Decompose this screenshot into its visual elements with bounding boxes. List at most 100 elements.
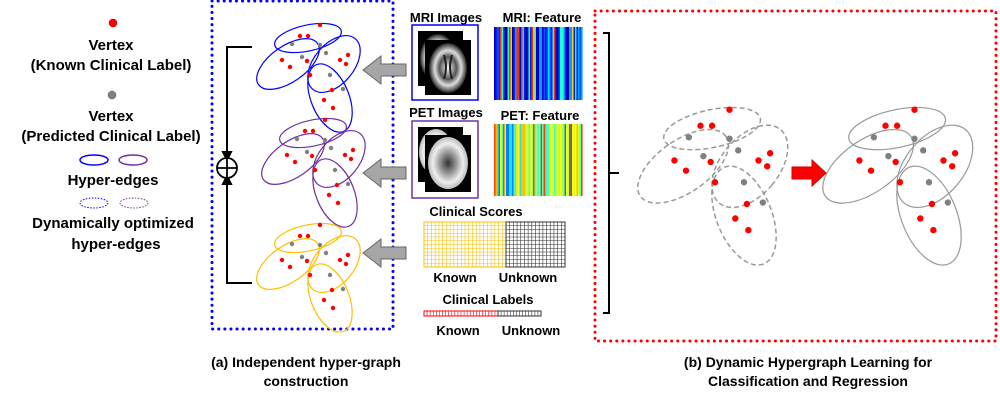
feature-stripe [573, 27, 576, 100]
mri-feature-label: MRI: Feature [503, 10, 582, 25]
hyperedge [848, 106, 947, 151]
feature-stripe [564, 124, 567, 196]
feature-stripe [569, 27, 571, 100]
feature-stripe [549, 27, 552, 100]
feature-stripe [498, 124, 501, 196]
feature-stripe [557, 124, 559, 196]
hyperedge [896, 124, 974, 209]
feature-stripe [500, 124, 502, 196]
caption-b-line1: (b) Dynamic Hypergraph Learning for [684, 354, 933, 370]
feature-stripe [560, 27, 562, 100]
hyperedge [822, 128, 915, 204]
hyperedge [637, 128, 730, 204]
known-vertex [893, 122, 901, 129]
predicted-vertex [920, 147, 927, 154]
feature-stripe [567, 27, 570, 100]
feature-stripe [531, 124, 534, 196]
sum-icon [216, 157, 238, 179]
pet-brain-image [418, 127, 471, 192]
feature-stripe [573, 124, 576, 196]
legend-dynamic-line2: hyper-edges [71, 236, 160, 253]
known-vertex [342, 152, 348, 158]
feature-stripe [530, 124, 532, 196]
feature-stripe [545, 27, 547, 100]
known-vertex [911, 106, 918, 113]
feature-stripe [497, 124, 499, 196]
predicted-vertex [925, 179, 933, 186]
known-vertex [297, 33, 303, 39]
hyperedge [896, 165, 962, 266]
known-vertex [755, 157, 762, 164]
feature-stripe [579, 27, 582, 100]
predicted-vertex-icon [107, 90, 117, 100]
feature-stripe [534, 124, 537, 196]
hyperedge [711, 124, 789, 209]
dynamic-hyperedge-blue-icon [79, 197, 109, 209]
feature-stripe [549, 124, 552, 196]
predicted-vertex [944, 199, 952, 206]
feature-stripe [537, 27, 540, 100]
feature-stripe [581, 124, 583, 196]
feature-stripe [504, 124, 507, 196]
feature-stripe [509, 27, 511, 100]
feature-stripe [525, 124, 528, 196]
feature-stripe [557, 27, 559, 100]
pet-hypergraph [261, 117, 366, 228]
hyperedge [256, 38, 320, 90]
feature-stripe [503, 124, 505, 196]
known-vertex [726, 106, 733, 113]
feature-stripe [522, 124, 525, 196]
feature-stripe [578, 124, 580, 196]
predicted-vertex [317, 42, 323, 48]
hyperedge [307, 235, 361, 293]
known-vertex [343, 261, 349, 267]
predicted-vertex [323, 50, 329, 56]
predicted-vertex [345, 181, 351, 187]
legend-dynamic-line1: Dynamically optimized [32, 215, 194, 232]
predicted-vertex [911, 135, 918, 142]
predicted-vertex [870, 134, 878, 141]
feature-stripe [569, 124, 571, 196]
predicted-vertex [740, 179, 748, 186]
hyperedge [279, 117, 347, 149]
feature-stripe [522, 27, 525, 100]
known-vertex [350, 147, 356, 153]
pet-feature-label: PET: Feature [501, 108, 580, 123]
feature-stripe [503, 27, 505, 100]
labels-known-label: Known [436, 323, 479, 338]
feature-stripe [543, 27, 546, 100]
known-vertex [930, 226, 937, 234]
feature-stripe [566, 27, 568, 100]
feature-stripe [563, 27, 565, 100]
feature-stripe [542, 27, 544, 100]
feature-stripe [500, 27, 502, 100]
known-vertex [766, 150, 774, 157]
fusion-bracket [221, 46, 252, 284]
predicted-vertex [289, 241, 295, 247]
feature-stripe [515, 124, 517, 196]
known-vertex [310, 128, 316, 134]
feature-stripe [516, 124, 519, 196]
pet-images-label: PET Images [409, 105, 483, 120]
known-vertex-icon [108, 18, 118, 28]
feature-stripe [572, 27, 574, 100]
legend-known-title: Vertex [88, 37, 134, 54]
known-vertex [856, 157, 863, 164]
feature-stripe [576, 27, 579, 100]
known-vertex [297, 233, 303, 239]
predicted-vertex [700, 152, 707, 160]
feature-stripe [494, 27, 496, 100]
dynamic-hypergraph-after [822, 106, 974, 266]
feature-stripe [528, 27, 531, 100]
hyperedge [312, 158, 358, 228]
known-vertex [732, 215, 739, 222]
predicted-vertex [735, 147, 742, 154]
known-vertex [949, 163, 956, 170]
known-vertex [309, 153, 315, 159]
panel-b-border [593, 9, 998, 343]
feature-stripe [546, 27, 549, 100]
known-vertex [335, 200, 341, 206]
feature-stripe [524, 124, 526, 196]
red-arrow-icon [791, 158, 827, 188]
predicted-vertex [299, 54, 305, 60]
